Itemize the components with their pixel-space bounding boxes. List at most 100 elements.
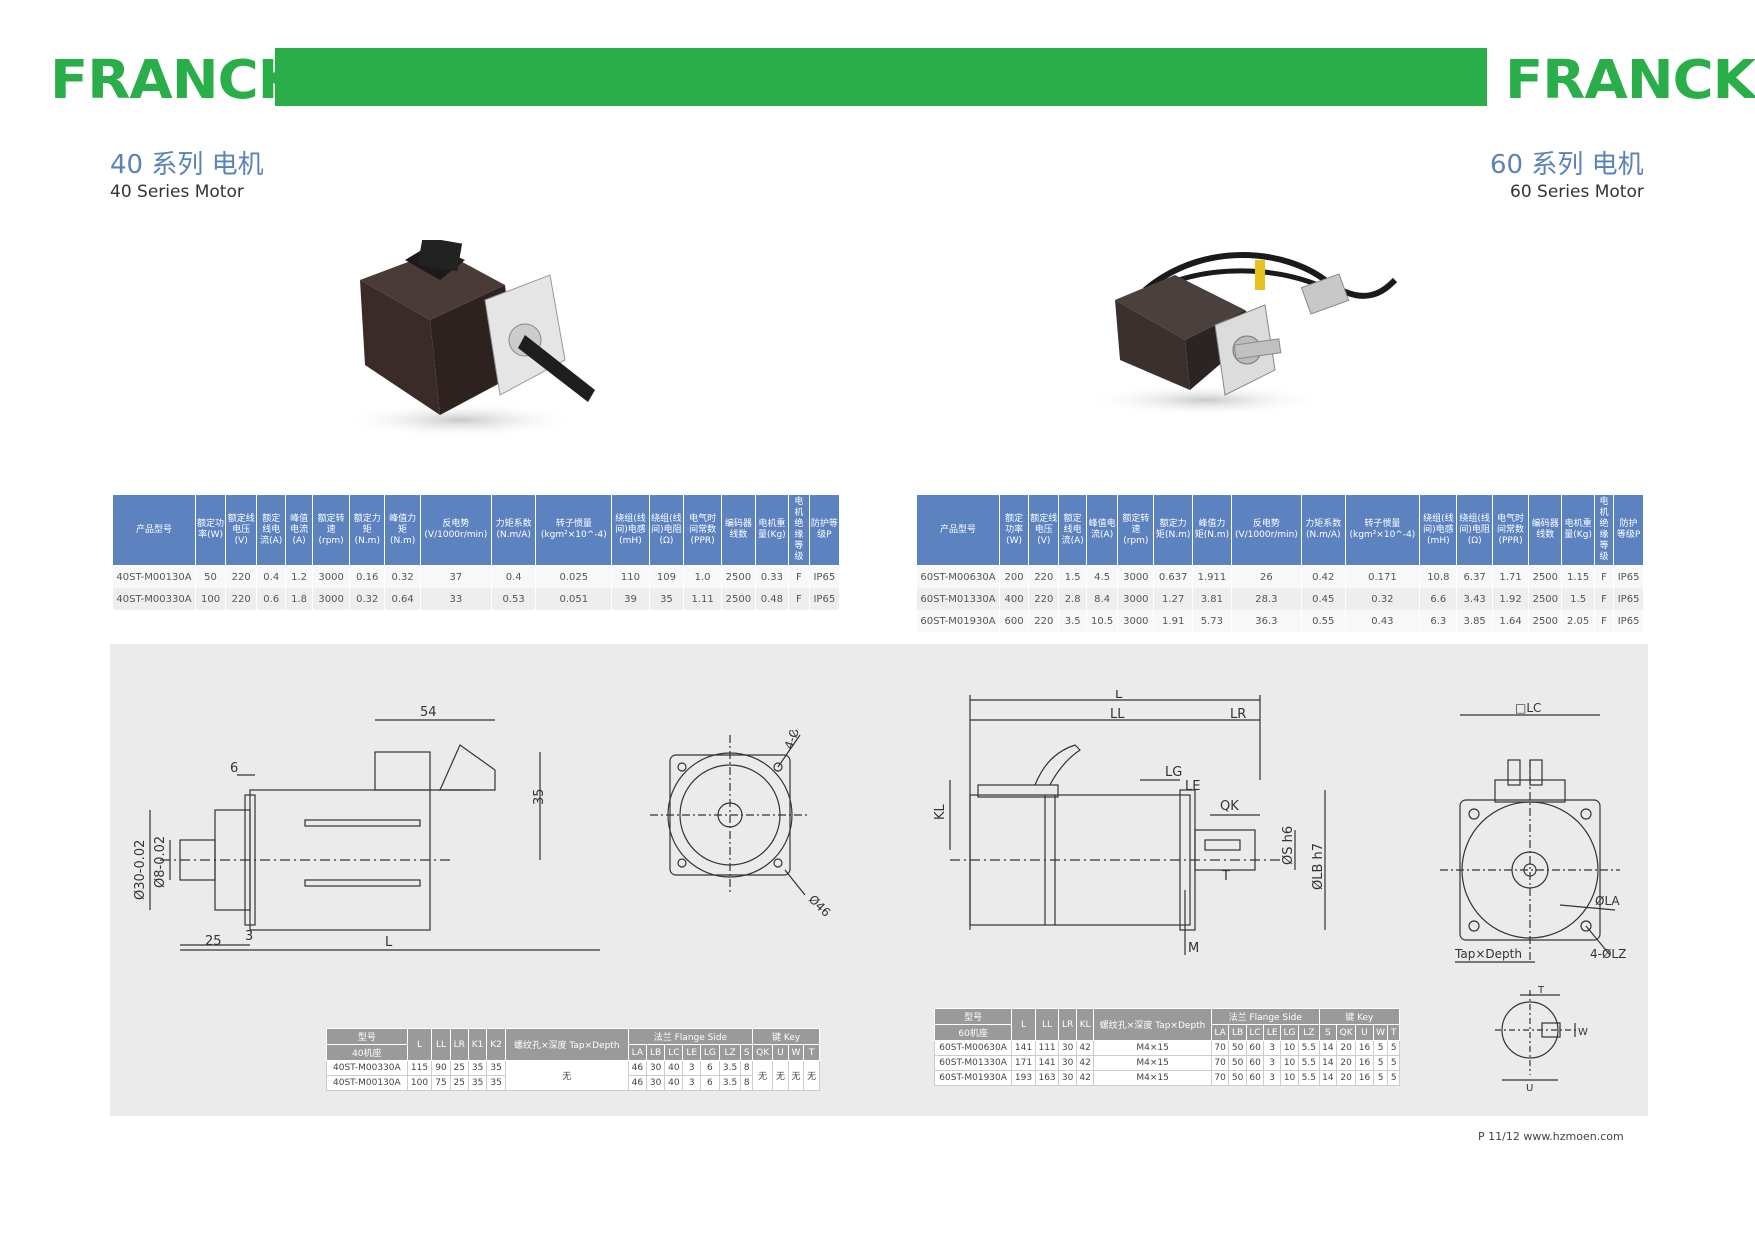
col-header: LC (664, 1044, 684, 1061)
cell: 0.32 (384, 565, 421, 588)
cell: 无 (504, 1060, 629, 1091)
cell: 33 (419, 588, 492, 610)
cell: 5.73 (1192, 610, 1232, 632)
col-header: LG (1280, 1024, 1300, 1041)
cell: 141 (1034, 1055, 1060, 1071)
dim-label-M: M (1188, 941, 1199, 956)
cell: 20 (1336, 1040, 1357, 1056)
col-header: K2 (486, 1028, 506, 1061)
table-row: 40ST-M00330A 100 220 0.6 1.8 3000 0.32 0… (112, 588, 841, 610)
col-header: U (1355, 1024, 1374, 1041)
col-header: 峰值力矩(N.m) (1192, 494, 1232, 566)
cell: IP65 (1613, 610, 1644, 632)
cell: 36.3 (1230, 610, 1303, 632)
cell: 1.8 (285, 588, 314, 610)
cell: 1.2 (285, 565, 314, 588)
dim-label-25: 25 (205, 934, 222, 949)
cell: 60 (1245, 1040, 1265, 1056)
col-header: 力矩系数(N.m/A) (490, 494, 537, 566)
col-header: L (1011, 1008, 1036, 1041)
col-header: 绕组(线间)电感(mH) (1419, 494, 1458, 566)
cell: 无 (772, 1060, 789, 1091)
cell: 6.37 (1456, 565, 1493, 588)
cell: 14 (1318, 1055, 1338, 1071)
cell: 6.3 (1419, 610, 1458, 632)
cell: 28.3 (1230, 588, 1303, 610)
cell: 3 (1263, 1055, 1282, 1071)
cell: 35 (648, 588, 685, 610)
col-header: S (1318, 1024, 1338, 1041)
cell: 70 (1210, 1040, 1230, 1056)
cell: 35 (486, 1060, 506, 1076)
drawing-60-side-view: L LL LR LG LE KL QK T ØS h6 ØLB h7 M (933, 690, 1326, 956)
cell: 109 (648, 565, 685, 588)
cell: 115 (406, 1060, 433, 1076)
dim-label-key-U: U (1526, 1083, 1533, 1094)
title-60-en: 60 Series Motor (1510, 182, 1644, 202)
col-header: 反电势(V/1000r/min) (1230, 494, 1303, 566)
cell: 3 (1263, 1040, 1282, 1056)
cell: 0.16 (349, 565, 386, 588)
cell: 0.48 (754, 588, 789, 610)
cell: 42 (1075, 1040, 1095, 1056)
cell: 50 (1228, 1040, 1247, 1056)
motor-40-image (340, 240, 595, 438)
cell: 10 (1280, 1055, 1300, 1071)
col-header: 电机绝缘等级 (1593, 494, 1615, 566)
col-header: 编码器线数 (720, 494, 756, 566)
cell: 0.33 (754, 565, 789, 588)
col-header: 峰值电流(A) (285, 494, 314, 566)
cell: 220 (225, 565, 258, 588)
cell: 70 (1210, 1055, 1230, 1071)
col-header: 额定线电流(A) (1058, 494, 1087, 566)
cell: 10.8 (1419, 565, 1458, 588)
col-header: 电机重量(Kg) (1561, 494, 1595, 566)
cell: 16 (1355, 1070, 1374, 1086)
col-header: LA (1210, 1024, 1230, 1041)
cell: IP65 (808, 588, 841, 610)
col-header: T (803, 1044, 820, 1061)
cell: 220 (1028, 588, 1060, 610)
spec-table-40: 产品型号 额定功率(W) 额定线电压(V) 额定线电流(A) 峰值电流(A) 额… (112, 494, 841, 610)
table-row: 60ST-M00630A 200 220 1.5 4.5 3000 0.637 … (916, 565, 1644, 588)
cell: 0.42 (1301, 565, 1346, 588)
cell: 10.5 (1085, 610, 1119, 632)
cell: 4.5 (1085, 565, 1119, 588)
cell: 35 (486, 1075, 506, 1091)
col-header: 防护等级P (1613, 494, 1644, 566)
cell: 30 (645, 1060, 666, 1076)
dim-label-LE: LE (1185, 779, 1200, 794)
header-bar (275, 48, 1487, 106)
cell: 30 (645, 1075, 666, 1091)
cell: 1.92 (1491, 588, 1530, 610)
cell: 5 (1372, 1040, 1389, 1056)
col-header: 产品型号 (916, 494, 1000, 566)
cell: 6 (699, 1075, 720, 1091)
col-header: 力矩系数(N.m/A) (1301, 494, 1346, 566)
cell: 1.64 (1491, 610, 1530, 632)
cell: 50 (194, 565, 227, 588)
cell: 39 (611, 588, 650, 610)
cell: 0.32 (349, 588, 386, 610)
cell: 70 (1210, 1070, 1230, 1086)
col-header: 绕组(线间)电阻(Ω) (1456, 494, 1493, 566)
cell: 110 (611, 565, 650, 588)
cell: 37 (419, 565, 492, 588)
cell: 1.911 (1192, 565, 1232, 588)
cell: F (787, 588, 810, 610)
cell: 60 (1245, 1055, 1265, 1071)
cell: 无 (803, 1060, 820, 1091)
col-header: LB (1228, 1024, 1247, 1041)
cell: IP65 (1613, 588, 1644, 610)
cell: 1.71 (1491, 565, 1530, 588)
col-header: 螺纹孔×深度 Tap×Depth (504, 1028, 629, 1061)
col-header: LZ (1298, 1024, 1320, 1041)
cell: 0.64 (384, 588, 421, 610)
cell: 0.43 (1344, 610, 1421, 632)
dim-label-54: 54 (420, 705, 437, 720)
cell: 1.91 (1153, 610, 1194, 632)
col-header: LG (699, 1044, 720, 1061)
spec-table-60-header: 产品型号 额定功率(W) 额定线电压(V) 额定线电流(A) 峰值电流(A) 额… (916, 494, 1644, 566)
dim-table-60-header-2: 60机座 LA LB LC LE LG LZ S QK U W T (933, 1024, 1400, 1041)
cell: 90 (431, 1060, 451, 1076)
